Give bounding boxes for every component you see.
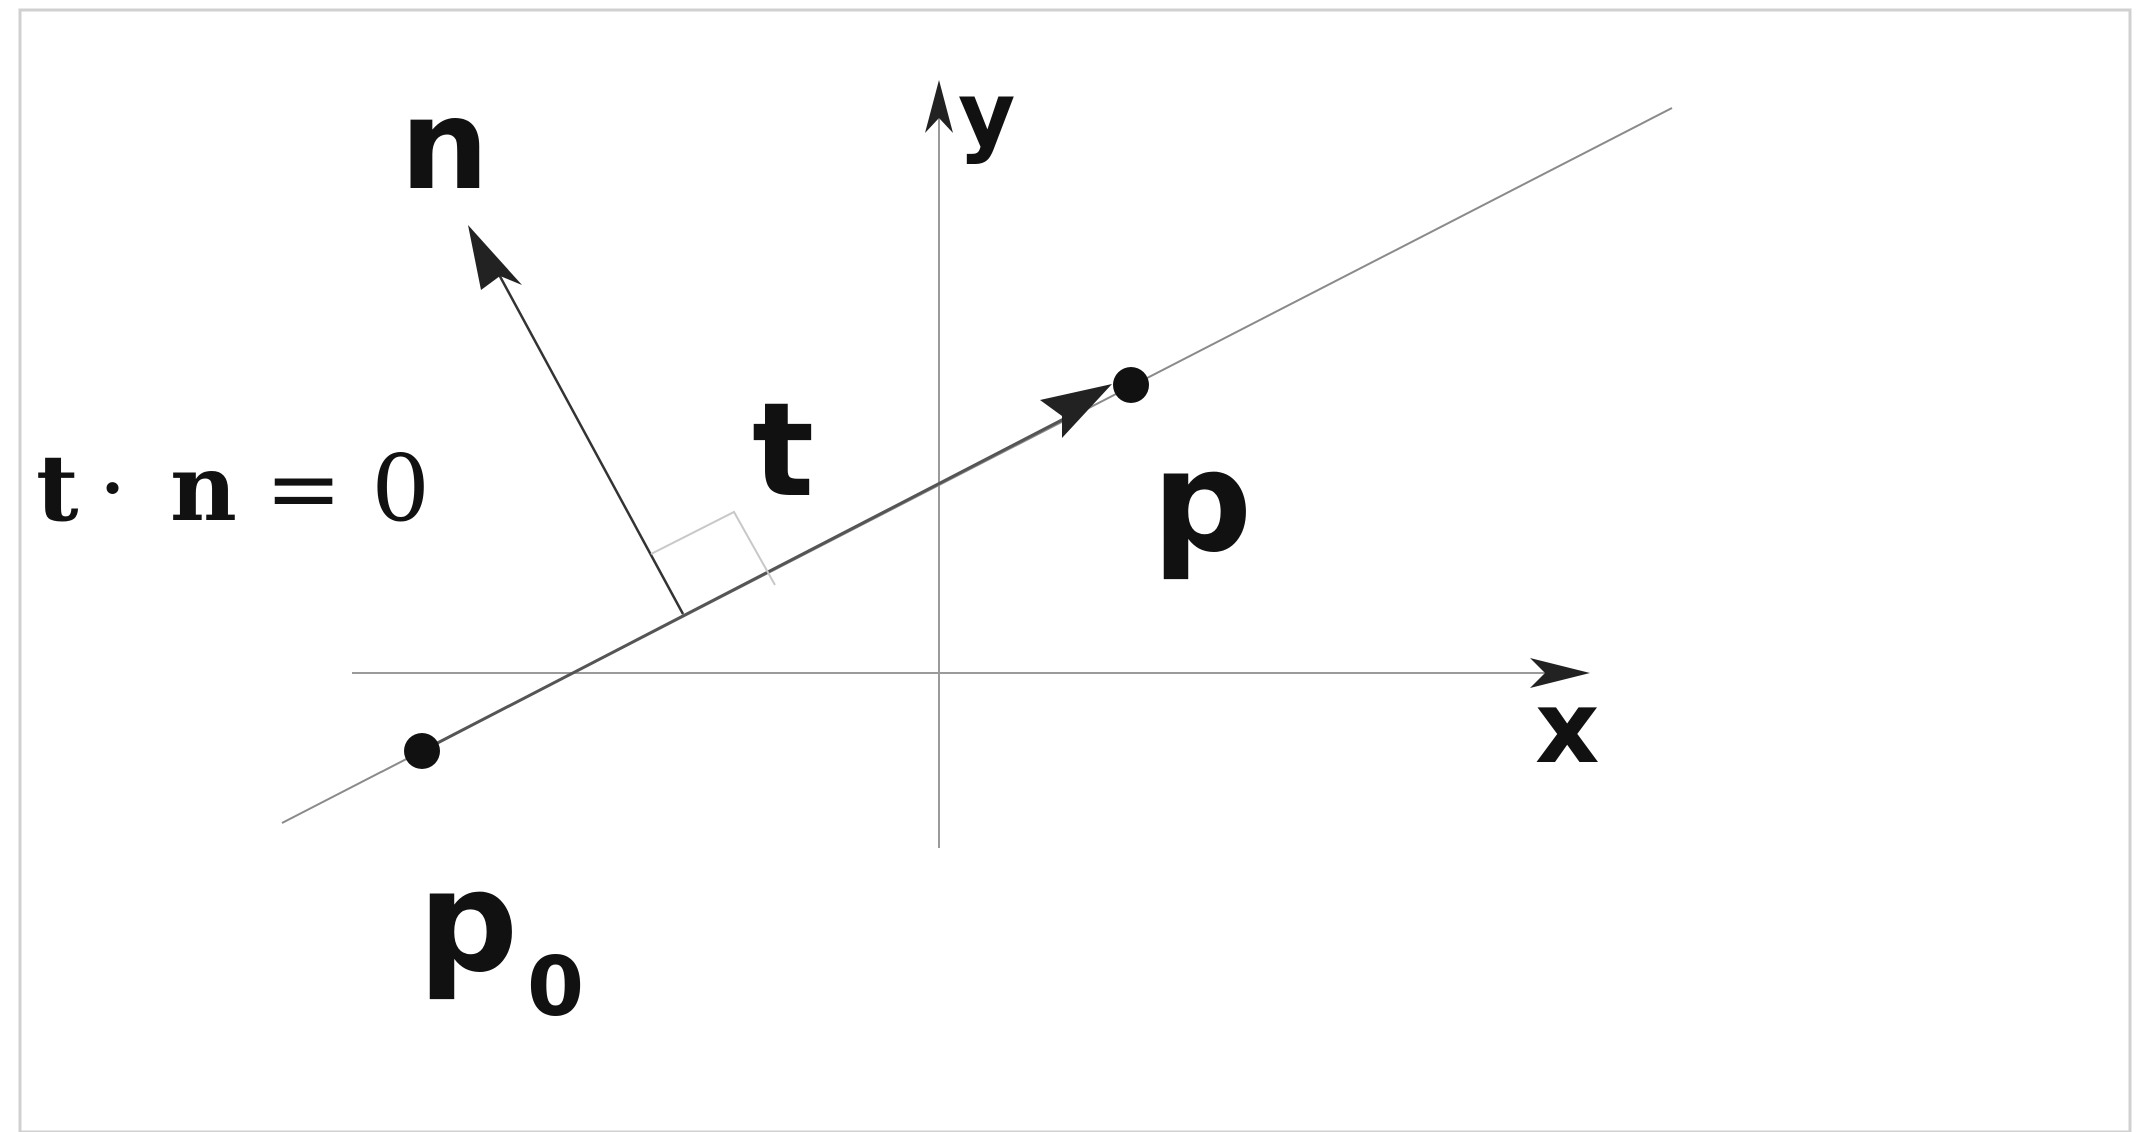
point-p-label: p <box>1152 421 1252 584</box>
point-p0-label: p <box>418 841 518 1004</box>
right-angle-marker <box>650 510 776 586</box>
normal-vector-shaft <box>481 244 685 615</box>
x-axis-label: x <box>1535 669 1600 786</box>
equation-n: n <box>170 434 237 542</box>
normal-arrowhead <box>468 225 522 290</box>
point-p0-subscript: 0 <box>527 940 584 1035</box>
y-axis-label: y <box>958 63 1015 166</box>
figure-border <box>18 8 2132 1132</box>
tangent-arrowhead <box>1040 384 1112 438</box>
equation-dot: · <box>98 435 127 542</box>
y-axis-arrowhead <box>925 80 953 133</box>
tangent-segment <box>421 406 1086 753</box>
point-p0-dot <box>404 733 440 769</box>
normal-label: n <box>400 73 489 218</box>
orthogonality-equation: t · n = 0 <box>36 434 430 542</box>
equation-t: t <box>36 434 79 542</box>
point-p-dot <box>1113 367 1149 403</box>
x-axis-arrowhead <box>1530 658 1590 688</box>
equation-rest: = 0 <box>265 435 430 542</box>
tangent-label: t <box>752 374 814 526</box>
